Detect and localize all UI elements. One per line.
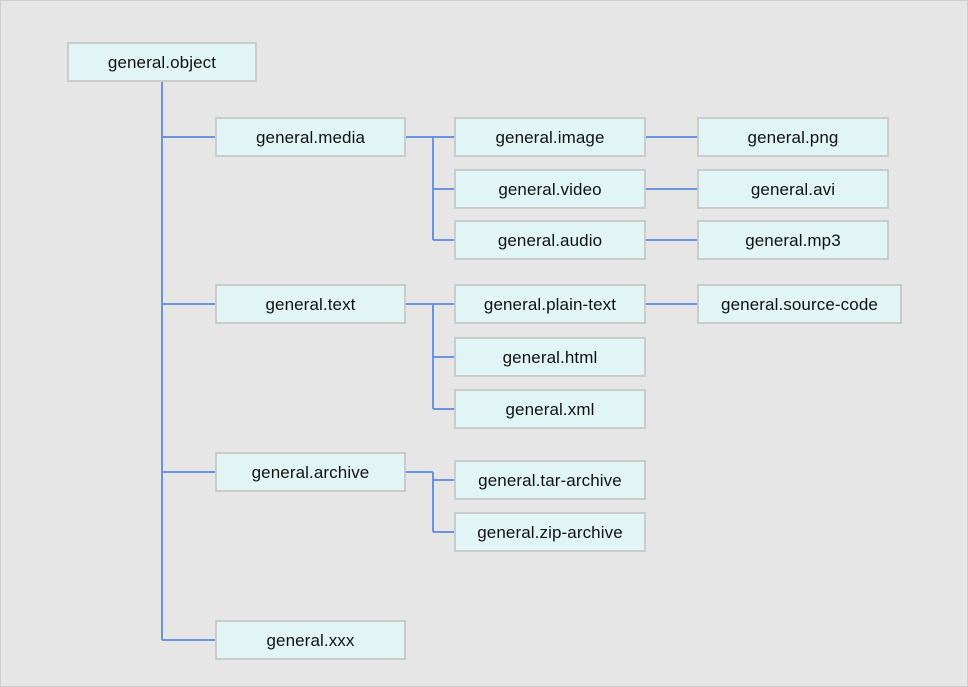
- node-label-text: general.text: [265, 294, 356, 314]
- node-tar-archive[interactable]: general.tar-archive: [454, 460, 646, 500]
- node-image[interactable]: general.image: [454, 117, 646, 157]
- node-label-archive: general.archive: [251, 462, 370, 482]
- node-label-image: general.image: [495, 127, 605, 147]
- node-label-object: general.object: [107, 52, 217, 72]
- node-label-tar-archive: general.tar-archive: [478, 470, 622, 490]
- node-label-plain-text: general.plain-text: [483, 294, 617, 314]
- node-label-html: general.html: [502, 347, 598, 367]
- node-mp3[interactable]: general.mp3: [697, 220, 889, 260]
- node-html[interactable]: general.html: [454, 337, 646, 377]
- node-label-video: general.video: [498, 179, 602, 199]
- node-label-audio: general.audio: [497, 230, 603, 250]
- node-label-png: general.png: [747, 127, 839, 147]
- node-label-avi: general.avi: [750, 179, 836, 199]
- node-avi[interactable]: general.avi: [697, 169, 889, 209]
- node-png[interactable]: general.png: [697, 117, 889, 157]
- node-source-code[interactable]: general.source-code: [697, 284, 902, 324]
- node-xml[interactable]: general.xml: [454, 389, 646, 429]
- node-label-xml: general.xml: [505, 399, 595, 419]
- node-archive[interactable]: general.archive: [215, 452, 406, 492]
- node-media[interactable]: general.media: [215, 117, 406, 157]
- node-label-media: general.media: [255, 127, 366, 147]
- node-text[interactable]: general.text: [215, 284, 406, 324]
- node-video[interactable]: general.video: [454, 169, 646, 209]
- node-label-zip-archive: general.zip-archive: [477, 522, 623, 542]
- node-label-xxx: general.xxx: [266, 630, 355, 650]
- node-label-mp3: general.mp3: [745, 230, 841, 250]
- node-object[interactable]: general.object: [67, 42, 257, 82]
- node-xxx[interactable]: general.xxx: [215, 620, 406, 660]
- node-zip-archive[interactable]: general.zip-archive: [454, 512, 646, 552]
- node-audio[interactable]: general.audio: [454, 220, 646, 260]
- node-label-source-code: general.source-code: [721, 294, 878, 314]
- node-plain-text[interactable]: general.plain-text: [454, 284, 646, 324]
